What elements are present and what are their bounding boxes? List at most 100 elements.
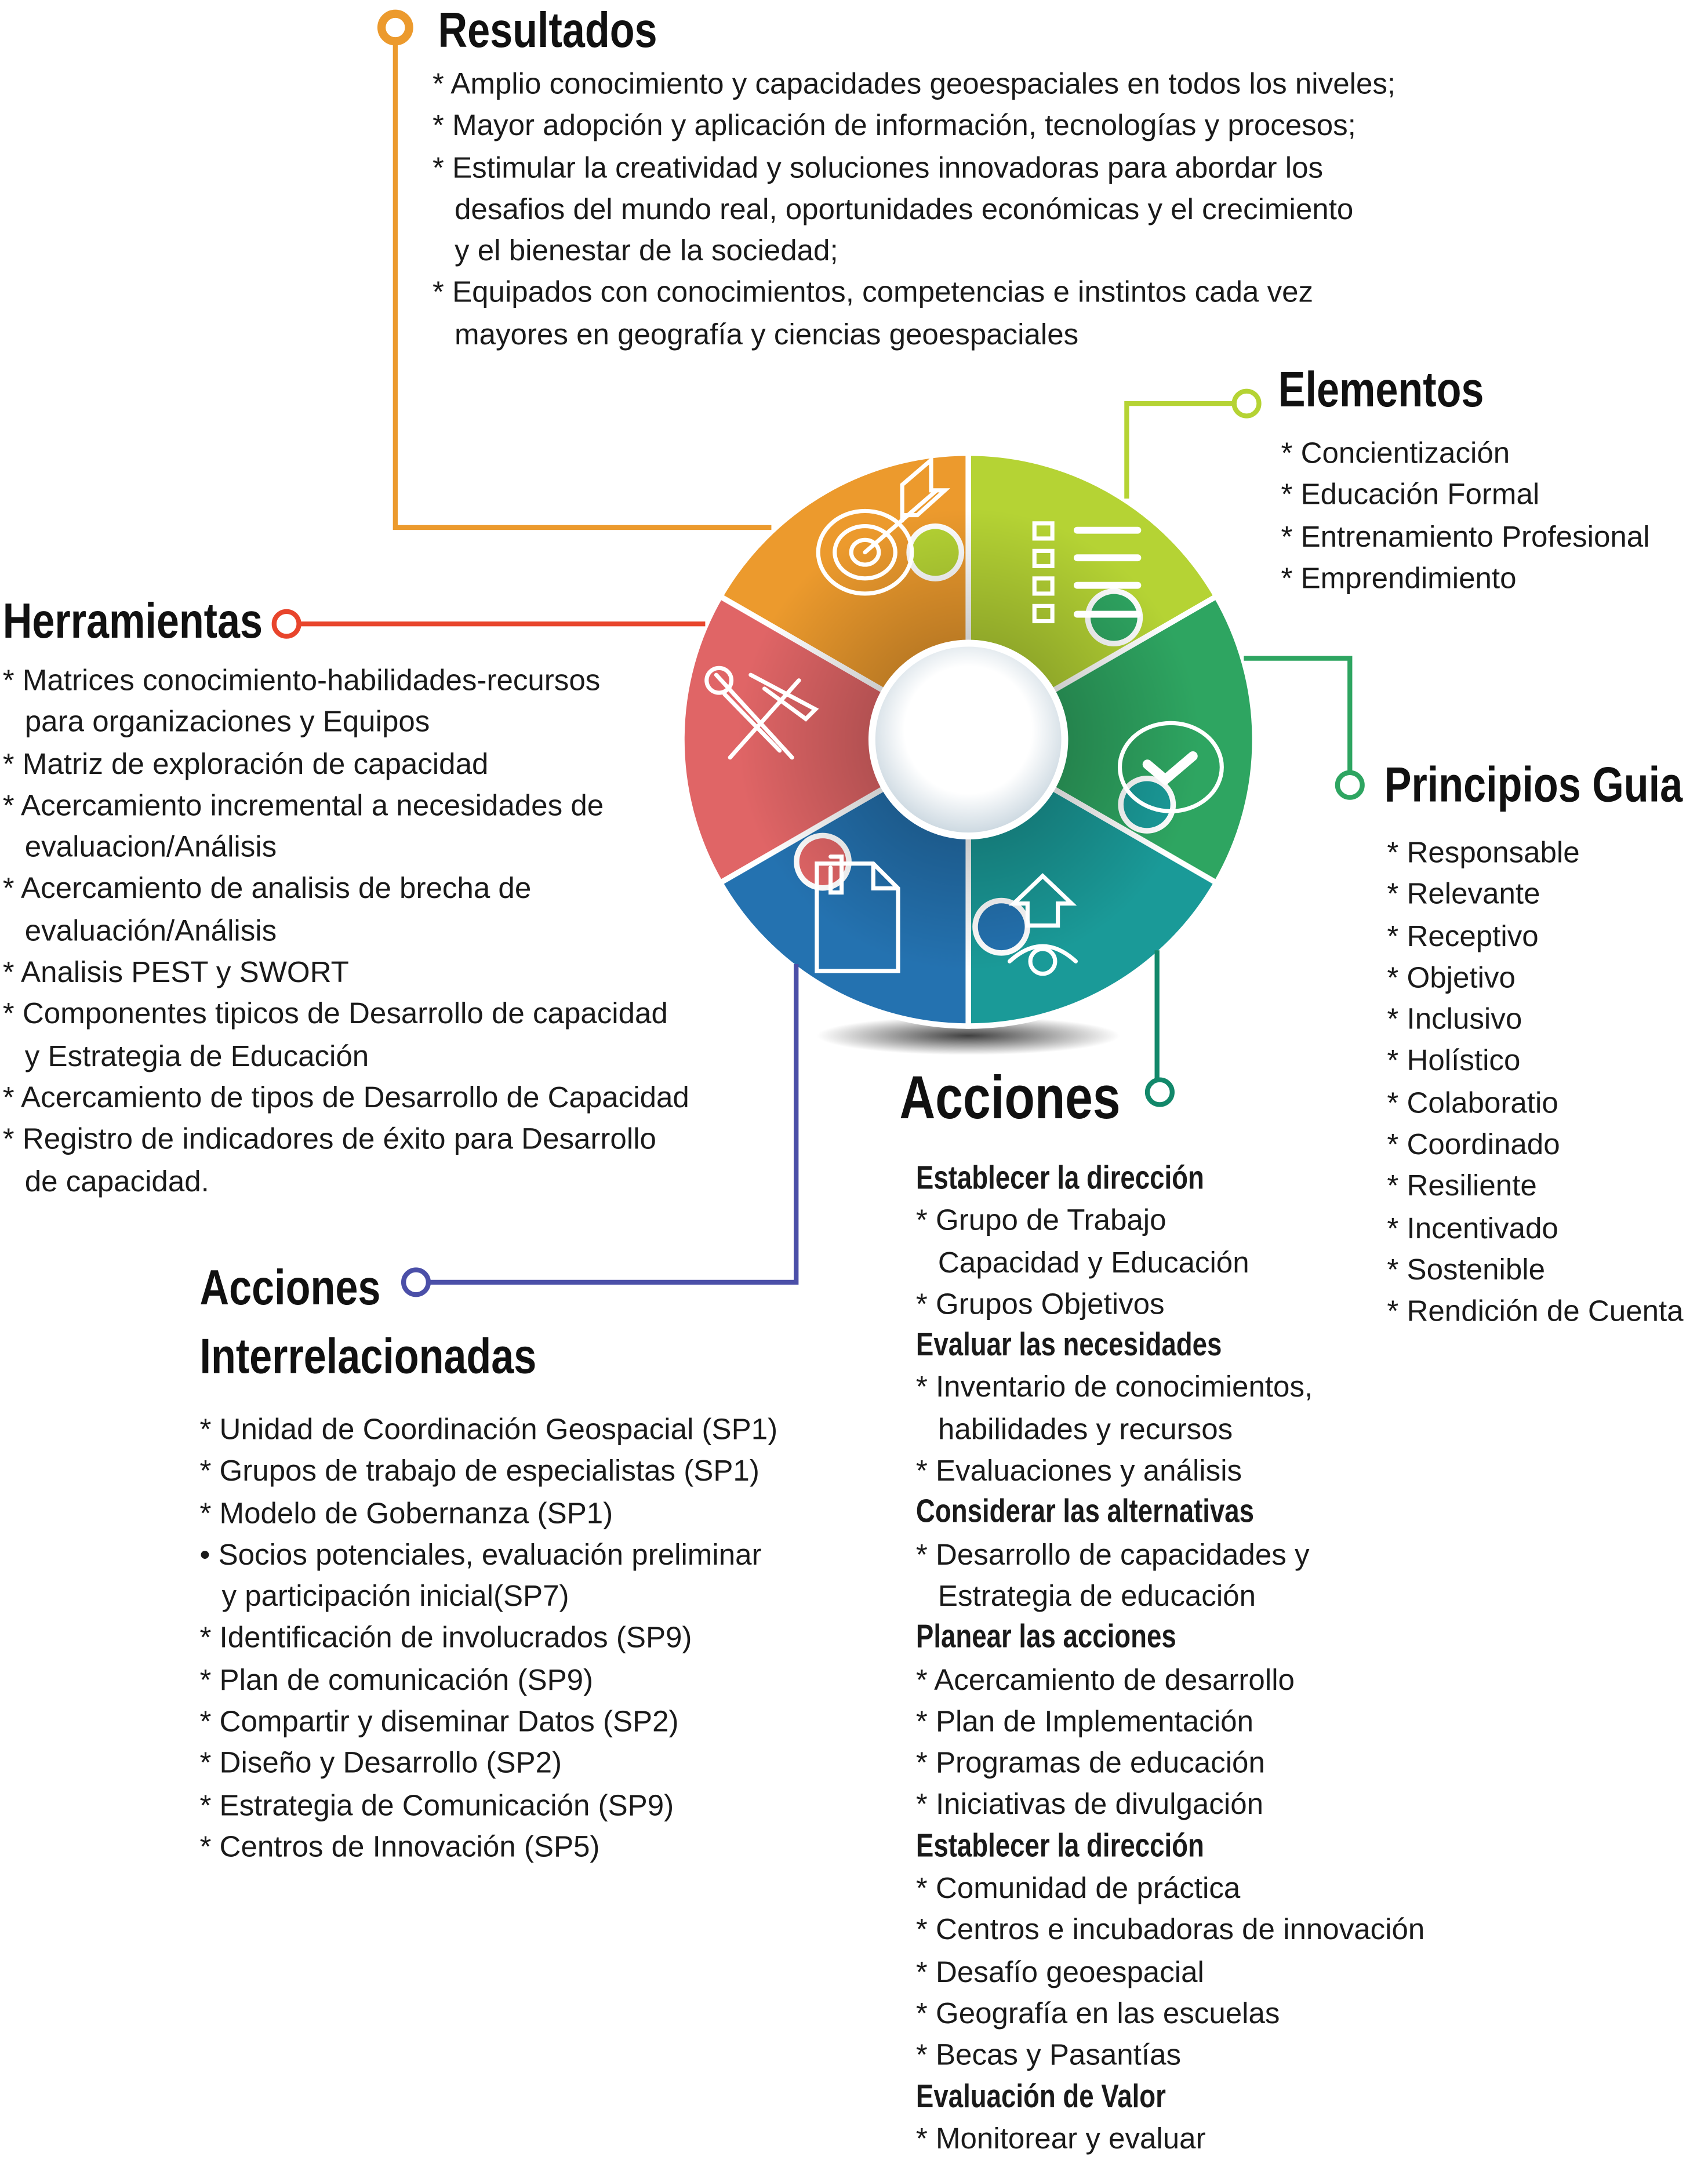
list-item: * Inclusivo [1387,1003,1522,1037]
interrelacionadas-title-line1: Acciones [199,1259,381,1315]
list-item: * Grupos Objetivos [915,1288,1165,1321]
list-item: * Inventario de conocimientos, [915,1371,1313,1405]
list-item-continuation: y Estrategia de Educación [24,1039,369,1072]
list-item: * Evaluaciones y análisis [915,1454,1242,1488]
list-item-continuation: Capacidad y Educación [937,1246,1249,1279]
tools-icon [704,666,819,760]
list-item: * Amplio conocimiento y capacidades geoe… [433,67,1396,101]
list-item: * Plan de comunicación (SP9) [199,1663,594,1697]
target-icon [816,455,951,596]
checkmark-icon [1117,721,1224,813]
list-item: * Relevante [1387,878,1540,911]
elementos-list: * Concientización * Educación Formal * Ent… [1281,432,1649,599]
list-item: * Iniciativas de divulgación [915,1788,1264,1821]
list-item: * Entrenamiento Profesional [1281,520,1650,554]
list-item: * Comunidad de práctica [915,1871,1241,1905]
list-item: * Educación Formal [1281,478,1540,512]
elementos-connector [1124,401,1233,499]
list-item: * Concientización [1281,437,1510,470]
list-item: * Becas y Pasantías [915,2038,1182,2072]
list-item: * Plan de Implementación [915,1704,1254,1738]
list-item-continuation: habilidades y recursos [937,1413,1233,1446]
list-item: * Colaboratio [1387,1086,1558,1120]
list-item: * Responsable [1387,836,1580,870]
list-item: * Equipados con conocimientos, competenc… [433,276,1314,310]
list-item: * Identificación de involucrados (SP9) [199,1621,692,1655]
list-item: * Centros de Innovación (SP5) [199,1830,600,1864]
principios-connector [1244,656,1353,772]
upload-icon [1007,873,1078,976]
interrelacionadas-title-line2: Interrelacionadas [199,1328,537,1384]
list-item: * Registro de indicadores de éxito para … [2,1122,656,1156]
list-item-continuation: y el bienestar de la sociedad; [455,234,838,268]
list-item: * Desafío geoespacial [915,1955,1204,1988]
list-item: * Matriz de exploración de capacidad [2,747,489,781]
interrelacionadas-node-icon [401,1267,431,1297]
wheel-shadow [816,1016,1120,1055]
list-item: * Centros e incubadoras de innovación [915,1913,1425,1947]
section-heading: Planear las acciones [915,1619,1176,1656]
list-item-continuation: evaluación/Análisis [24,914,277,948]
list-item: * Analisis PEST y SWORT [2,955,349,990]
list-item: * Unidad de Coordinación Geospacial (SP1… [199,1413,778,1446]
list-item: * Incentivado [1387,1211,1558,1245]
list-item: * Monitorear y evaluar [915,2122,1206,2155]
list-item: * Receptivo [1387,919,1539,953]
list-item: * Coordinado [1387,1128,1560,1161]
list-item: * Estimular la creatividad y soluciones … [433,151,1324,184]
list-item-continuation: mayores en geografía y ciencias geoespac… [455,318,1079,351]
list-item-continuation: desafios del mundo real, oportunidades e… [455,192,1354,226]
list-item: • Socios potenciales, evaluación prelimi… [199,1538,762,1572]
list-item: * Desarrollo de capacidades y [915,1537,1310,1572]
list-item: * Sostenible [1387,1253,1546,1286]
list-item: * Geografía en las escuelas [915,1997,1280,2030]
resultados-title: Resultados [438,1,657,58]
list-item: * Acercamiento incremental a necesidades… [2,789,604,823]
principios-title: Principios Guia [1384,756,1683,813]
herramientas-node-icon [271,609,301,639]
list-item: * Programas de educación [915,1746,1265,1780]
list-item-continuation: y participación inicial(SP7) [221,1580,569,1613]
list-item: * Componentes tipicos de Desarrollo de c… [2,997,668,1031]
list-item: * Emprendimiento [1281,562,1517,595]
principios-node-icon [1335,770,1365,800]
herramientas-title: Herramientas [2,592,263,649]
list-item: * Holístico [1387,1045,1521,1078]
list-item: * Grupo de Trabajo [915,1204,1166,1238]
list-item: * Compartir y diseminar Datos (SP2) [199,1705,679,1739]
list-item: * Acercamiento de tipos de Desarrollo de… [2,1081,689,1114]
list-item-continuation: para organizaciones y Equipos [24,706,430,739]
section-heading: Establecer la dirección [915,1827,1204,1865]
list-item-continuation: Estrategia de educación [937,1579,1256,1613]
list-item: * Rendición de Cuenta [1387,1294,1684,1328]
resultados-node-icon [377,9,413,46]
interrelacionadas-list: * Unidad de Coordinación Geospacial (SP1… [199,1409,777,1868]
document-icon [815,854,900,973]
wheel-hub [868,639,1069,840]
list-item: * Diseño y Desarrollo (SP2) [199,1747,562,1780]
list-item: * Matrices conocimiento-habilidades-recu… [2,664,601,697]
resultados-connector [393,41,772,530]
elementos-title: Elementos [1278,361,1484,417]
list-item: * Acercamiento de analisis de brecha de [2,872,532,906]
elementos-node-icon [1231,388,1262,419]
acciones-node-icon [1144,1077,1175,1107]
section-heading: Establecer la dirección [915,1159,1204,1197]
resultados-list: * Amplio conocimiento y capacidades geoe… [433,63,1396,355]
list-item: * Grupos de trabajo de especialistas (SP… [199,1454,759,1488]
list-item: * Estrategia de Comunicación (SP9) [199,1788,674,1822]
list-item-continuation: de capacidad. [24,1164,209,1198]
list-item: * Modelo de Gobernanza (SP1) [199,1496,613,1530]
herramientas-list: * Matrices conocimiento-habilidades-recu… [3,660,689,1202]
section-heading: Evaluación de Valor [915,2077,1166,2115]
principios-list: * Responsable * Relevante * Receptivo * Obj… [1387,832,1683,1333]
list-item: * Mayor adopción y aplicación de informa… [433,109,1356,143]
section-heading: Evaluar las necesidades [915,1326,1222,1364]
interrelacionadas-connector [430,964,799,1285]
list-item: * Objetivo [1387,961,1516,995]
acciones-title: Acciones [899,1064,1121,1132]
list-item-continuation: evaluacion/Análisis [24,831,277,864]
section-heading: Considerar las alternativas [915,1493,1255,1531]
